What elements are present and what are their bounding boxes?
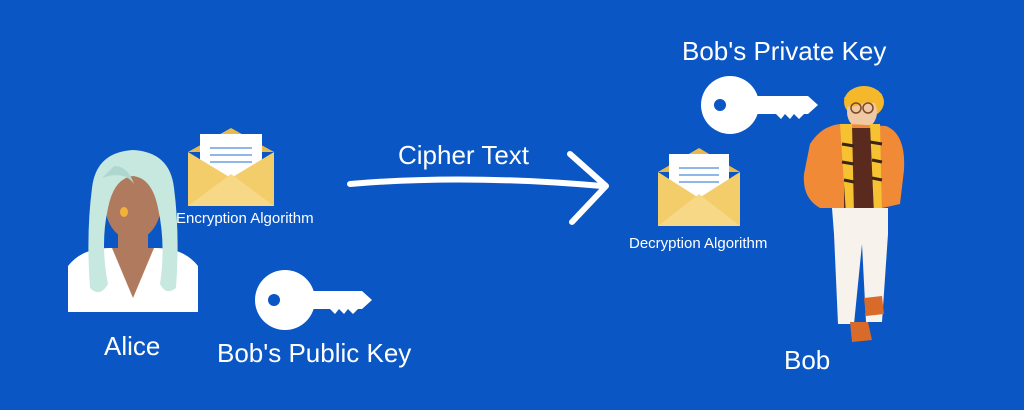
public-key-label: Bob's Public Key: [217, 338, 412, 368]
bob-label: Bob: [784, 345, 831, 375]
bob-avatar-icon: [803, 86, 905, 342]
encryption-envelope-icon: [188, 128, 274, 206]
cipher-arrow-icon: [347, 151, 609, 225]
cipher-text-label: Cipher Text: [398, 140, 530, 170]
private-key-label: Bob's Private Key: [682, 36, 887, 66]
decryption-envelope-icon: [658, 148, 740, 226]
private-key-icon: [701, 76, 818, 134]
public-key-icon: [255, 270, 372, 330]
alice-avatar-icon: [68, 150, 198, 312]
decryption-algorithm-label: Decryption Algorithm: [629, 235, 768, 252]
encryption-algorithm-label: Encryption Algorithm: [176, 210, 314, 227]
alice-label: Alice: [104, 331, 161, 361]
